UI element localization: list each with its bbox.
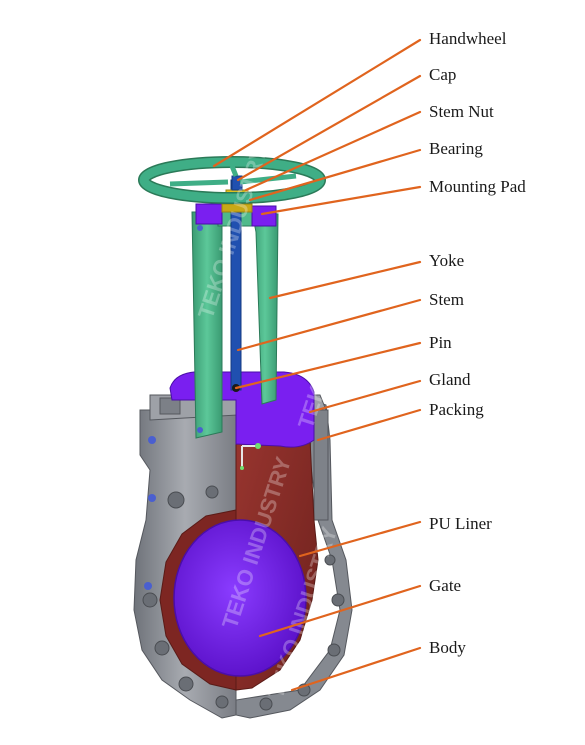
leader-bearing [248,148,422,202]
leader-mounting-pad [260,185,422,216]
label-pin: Pin [429,333,452,352]
label-stem: Stem [429,290,464,309]
label-stem-nut: Stem Nut [429,102,494,121]
leader-stem-nut [244,110,422,192]
label-gate: Gate [429,576,462,595]
leader-stem [236,298,422,352]
label-packing: Packing [429,400,484,419]
label-body: Body [429,638,466,657]
label-yoke: Yoke [429,251,465,270]
leader-pu-liner [298,520,422,558]
label-handwheel: Handwheel [429,29,507,48]
leader-handwheel [212,38,422,168]
mounting-pad [195,203,277,227]
label-pu-liner: PU Liner [429,514,492,533]
leader-pin [234,341,422,390]
leader-packing [316,408,422,442]
leader-yoke [268,260,422,300]
leader-cap [236,74,422,182]
label-cap: Cap [429,65,457,84]
label-mounting-pad: Mounting Pad [429,177,526,196]
leader-gate [258,584,422,638]
leader-gland [308,379,422,414]
leader-body [290,646,422,692]
label-bearing: Bearing [429,139,483,158]
pin-marker [240,443,261,470]
label-gland: Gland [429,370,471,389]
gate-disc [173,519,307,677]
leader-lines [212,38,422,692]
valve-body [133,394,353,719]
